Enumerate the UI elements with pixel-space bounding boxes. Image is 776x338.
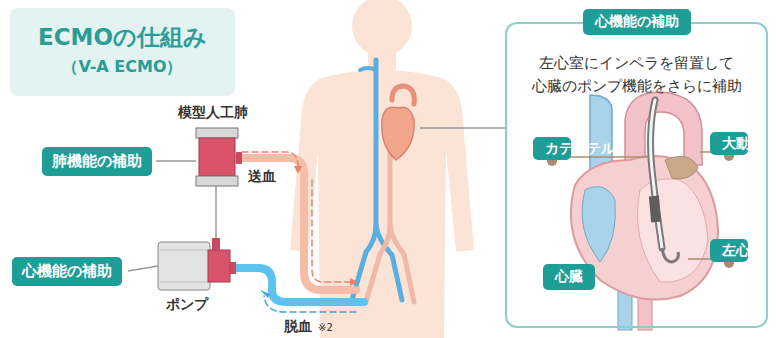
- function-tag: 肺機能の補助: [42, 147, 152, 176]
- body-vessels: [352, 60, 414, 302]
- part-label: 模型人工肺: [178, 104, 248, 122]
- body-heart: [382, 107, 414, 160]
- part-label: ポンプ: [166, 296, 208, 314]
- node-heading: 心臓: [543, 264, 595, 290]
- node-heading: 心機能の補助: [22, 262, 112, 280]
- node-heading: 肺機能の補助: [52, 152, 142, 170]
- node-body: （V-A ECMO）: [10, 57, 235, 78]
- node-heading: 心機能の補助: [583, 9, 691, 35]
- node-heading: カテーテル: [533, 137, 571, 160]
- leader-lines: [128, 128, 505, 271]
- node-body: 左心室にインペラを留置して 心臓のポンプ機能をさらに補助: [524, 52, 749, 98]
- part-tag: 大動脈: [724, 147, 734, 161]
- title-box: ECMOの仕組み （V-A ECMO）: [10, 8, 235, 96]
- oxygenator: [196, 128, 242, 186]
- organ-tag: 心臓: [562, 279, 576, 285]
- function-tag: 心機能の補助: [12, 257, 122, 286]
- flow-label: 脱血: [284, 318, 312, 336]
- part-tag: カテーテル: [547, 152, 557, 166]
- ecmo-tubes: [233, 152, 364, 312]
- note-mark: ※2: [318, 322, 333, 333]
- pump: [158, 238, 236, 290]
- node-heading: 左心室: [710, 239, 748, 262]
- panel-leaders: [563, 152, 715, 259]
- heart-cutaway: [571, 92, 718, 330]
- flow-label: 送血: [248, 168, 276, 186]
- node-heading: 大動脈: [710, 132, 748, 155]
- node-heading: ECMOの仕組み: [10, 22, 235, 53]
- callout-panel: 心機能の補助左心室にインペラを留置して 心臓のポンプ機能をさらに補助カテーテル大…: [505, 22, 768, 328]
- part-tag: 左心室: [724, 254, 734, 268]
- flow-arrowheads: [260, 166, 358, 298]
